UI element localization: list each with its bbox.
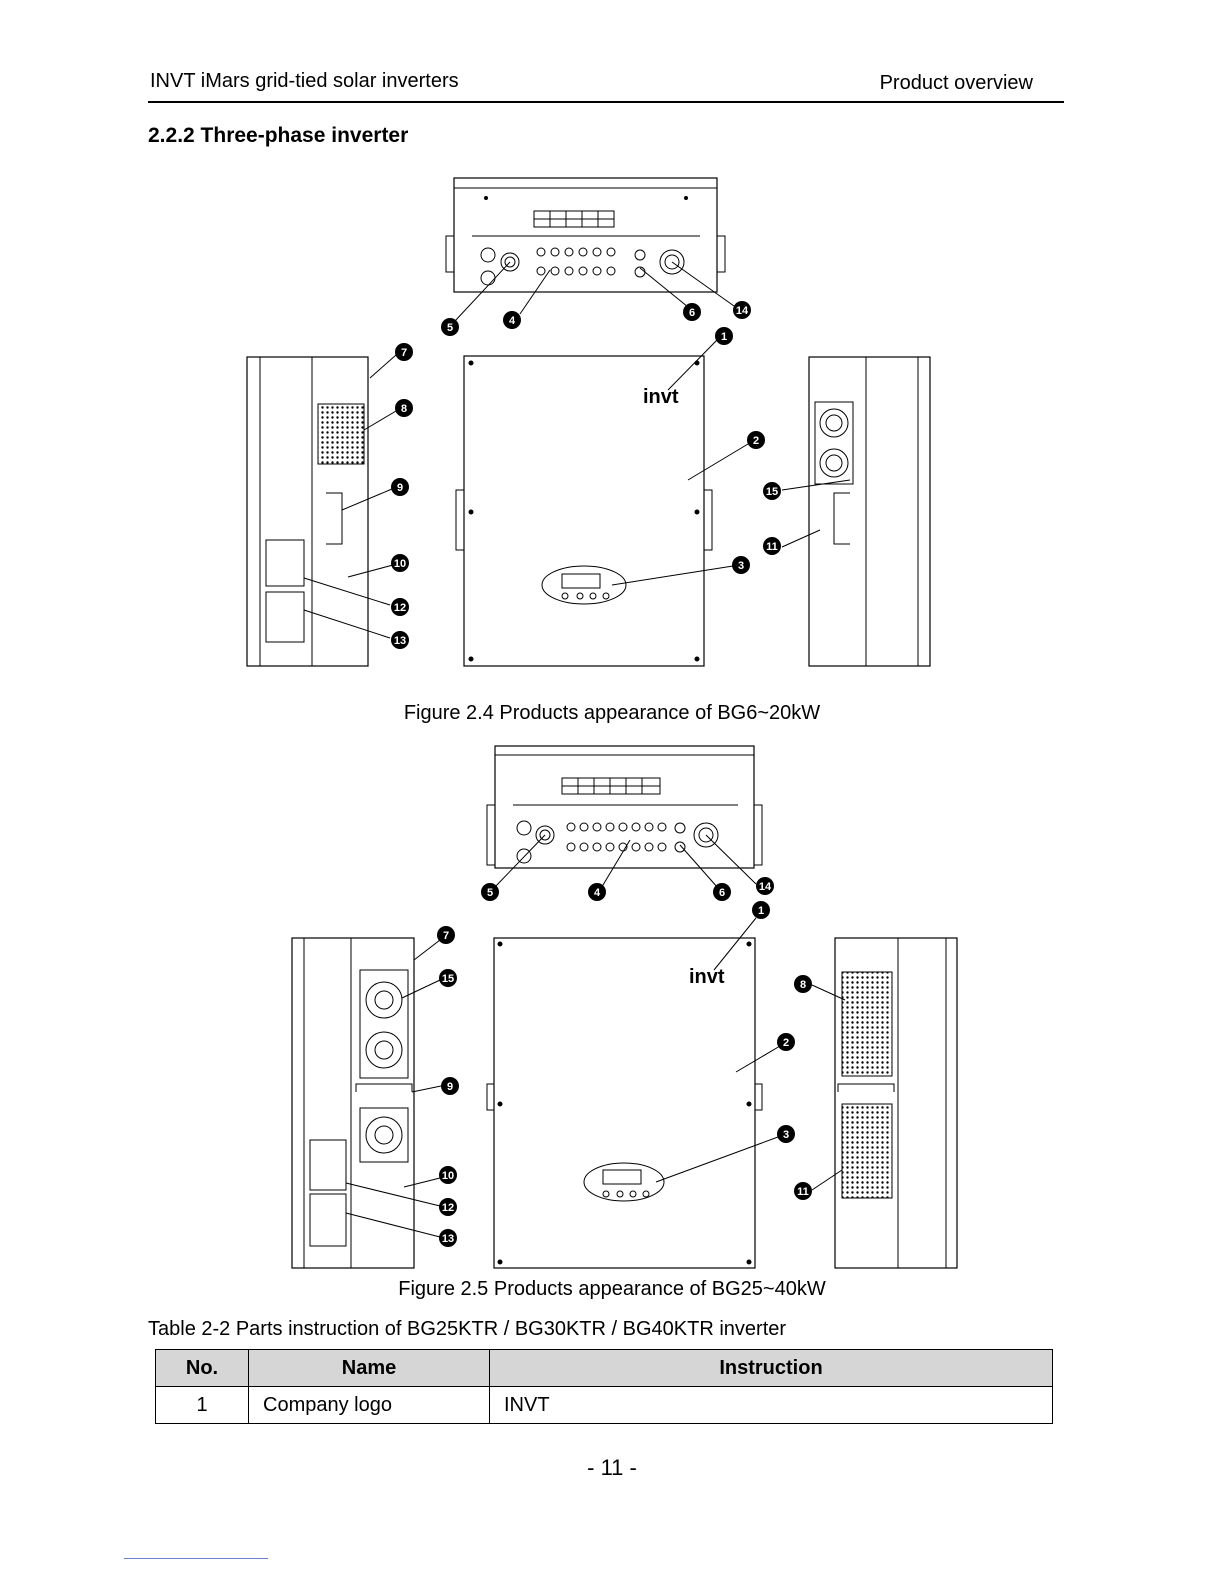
table-row: 1 Company logo INVT xyxy=(155,1386,1053,1424)
parts-table: No. Name Instruction 1 Company logo INVT xyxy=(155,1349,1053,1424)
fig2-callout-13: 13 xyxy=(439,1229,457,1247)
fig1-callout-12: 12 xyxy=(391,598,409,616)
figure-2-5-caption: Figure 2.5 Products appearance of BG25~4… xyxy=(398,1278,826,1300)
fig2-callout-7: 7 xyxy=(437,926,455,944)
fig2-callout-15: 15 xyxy=(439,969,457,987)
fig1-callout-8: 8 xyxy=(395,399,413,417)
fig1-left-view xyxy=(246,356,369,667)
fig1-callout-1: 1 xyxy=(715,327,733,345)
fig1-callout-14: 14 xyxy=(733,301,751,319)
fig1-front-view xyxy=(455,355,713,667)
svg-text:10: 10 xyxy=(394,558,406,570)
fig1-callout-10: 10 xyxy=(391,554,409,572)
fig2-callout-2: 2 xyxy=(777,1033,795,1051)
fig2-right-view xyxy=(834,937,958,1269)
fig2-callouts: 5 4 6 14 1 7 15 9 10 12 13 2 3 8 11 xyxy=(437,877,812,1247)
fig1-callout-13: 13 xyxy=(391,631,409,649)
header-title: INVT iMars grid-tied solar inverters xyxy=(150,70,459,92)
fig1-callout-9: 9 xyxy=(391,478,409,496)
fig1-callout-6: 6 xyxy=(683,303,701,321)
svg-text:9: 9 xyxy=(447,1081,453,1093)
fig1-callout-2: 2 xyxy=(747,431,765,449)
col-header-name: Name xyxy=(248,1349,490,1387)
fig2-leader-lines xyxy=(345,834,846,1238)
col-header-instruction: Instruction xyxy=(489,1349,1053,1387)
svg-text:3: 3 xyxy=(738,560,744,572)
svg-text:7: 7 xyxy=(401,347,407,359)
svg-text:5: 5 xyxy=(447,322,453,334)
header-rule xyxy=(148,101,1064,103)
svg-text:8: 8 xyxy=(401,403,407,415)
fig2-callout-11: 11 xyxy=(794,1182,812,1200)
fig2-callout-12: 12 xyxy=(439,1198,457,1216)
fig2-callout-1: 1 xyxy=(752,901,770,919)
svg-text:3: 3 xyxy=(783,1129,789,1141)
fig2-callout-6: 6 xyxy=(713,883,731,901)
fig2-callout-5: 5 xyxy=(481,883,499,901)
svg-text:13: 13 xyxy=(394,635,406,647)
svg-text:5: 5 xyxy=(487,887,493,899)
cell-name: Company logo xyxy=(248,1386,490,1424)
table-header-row: No. Name Instruction xyxy=(155,1349,1053,1387)
svg-text:4: 4 xyxy=(509,315,516,327)
fig2-dc-connectors xyxy=(566,822,667,852)
fig1-logo: invt xyxy=(643,386,679,408)
fig2-front-view xyxy=(486,937,763,1269)
svg-text:10: 10 xyxy=(442,1170,454,1182)
svg-text:12: 12 xyxy=(394,602,406,614)
svg-text:12: 12 xyxy=(442,1202,454,1214)
fig2-bottom-view xyxy=(486,745,763,869)
figure-2-4-drawing: invt 5 4 6 14 1 7 8 9 10 12 13 2 15 11 3 xyxy=(246,177,931,667)
fig2-callout-14: 14 xyxy=(756,877,774,895)
fig1-callout-15: 15 xyxy=(763,482,781,500)
svg-text:14: 14 xyxy=(736,305,749,317)
svg-text:11: 11 xyxy=(766,541,778,553)
fig2-left-view xyxy=(291,937,415,1269)
figure-2-4-caption: Figure 2.4 Products appearance of BG6~20… xyxy=(403,702,821,724)
svg-text:1: 1 xyxy=(758,905,764,917)
fig1-callout-5: 5 xyxy=(441,318,459,336)
col-header-no: No. xyxy=(155,1349,249,1387)
svg-text:2: 2 xyxy=(783,1037,789,1049)
fig1-callouts: 5 4 6 14 1 7 8 9 10 12 13 2 15 11 3 xyxy=(391,301,781,649)
cell-no: 1 xyxy=(155,1386,249,1424)
svg-text:13: 13 xyxy=(442,1233,454,1245)
svg-text:1: 1 xyxy=(721,331,727,343)
fig2-callout-4: 4 xyxy=(588,883,606,901)
svg-text:9: 9 xyxy=(397,482,403,494)
fig2-callout-9: 9 xyxy=(441,1077,459,1095)
svg-text:6: 6 xyxy=(719,887,725,899)
svg-text:4: 4 xyxy=(594,887,601,899)
svg-text:14: 14 xyxy=(759,881,772,893)
header-section: Product overview xyxy=(879,72,1033,94)
fig1-leader-lines xyxy=(303,261,851,639)
fig1-callout-11: 11 xyxy=(763,537,781,555)
svg-text:11: 11 xyxy=(797,1186,809,1198)
svg-text:8: 8 xyxy=(800,979,806,991)
fig2-callout-3: 3 xyxy=(777,1125,795,1143)
fig1-dc-connectors xyxy=(536,247,616,276)
fig1-right-view xyxy=(808,356,931,667)
fig1-bottom-view xyxy=(445,177,726,293)
fig2-callout-8: 8 xyxy=(794,975,812,993)
fig2-logo: invt xyxy=(689,966,725,988)
fig1-callout-7: 7 xyxy=(395,343,413,361)
svg-text:7: 7 xyxy=(443,930,449,942)
table-caption: Table 2-2 Parts instruction of BG25KTR /… xyxy=(148,1318,787,1340)
fig1-callout-4: 4 xyxy=(503,311,521,329)
svg-text:6: 6 xyxy=(689,307,695,319)
footnote-rule xyxy=(124,1558,268,1559)
page-number: - 11 - xyxy=(587,1455,637,1480)
figure-2-5-drawing: invt 5 4 6 14 1 7 15 9 10 12 13 2 3 8 11 xyxy=(291,745,958,1269)
svg-text:2: 2 xyxy=(753,435,759,447)
cell-instruction: INVT xyxy=(489,1386,1053,1424)
svg-text:15: 15 xyxy=(442,973,454,985)
svg-text:15: 15 xyxy=(766,486,778,498)
section-title: 2.2.2 Three-phase inverter xyxy=(148,124,409,147)
fig2-callout-10: 10 xyxy=(439,1166,457,1184)
fig1-callout-3: 3 xyxy=(732,556,750,574)
